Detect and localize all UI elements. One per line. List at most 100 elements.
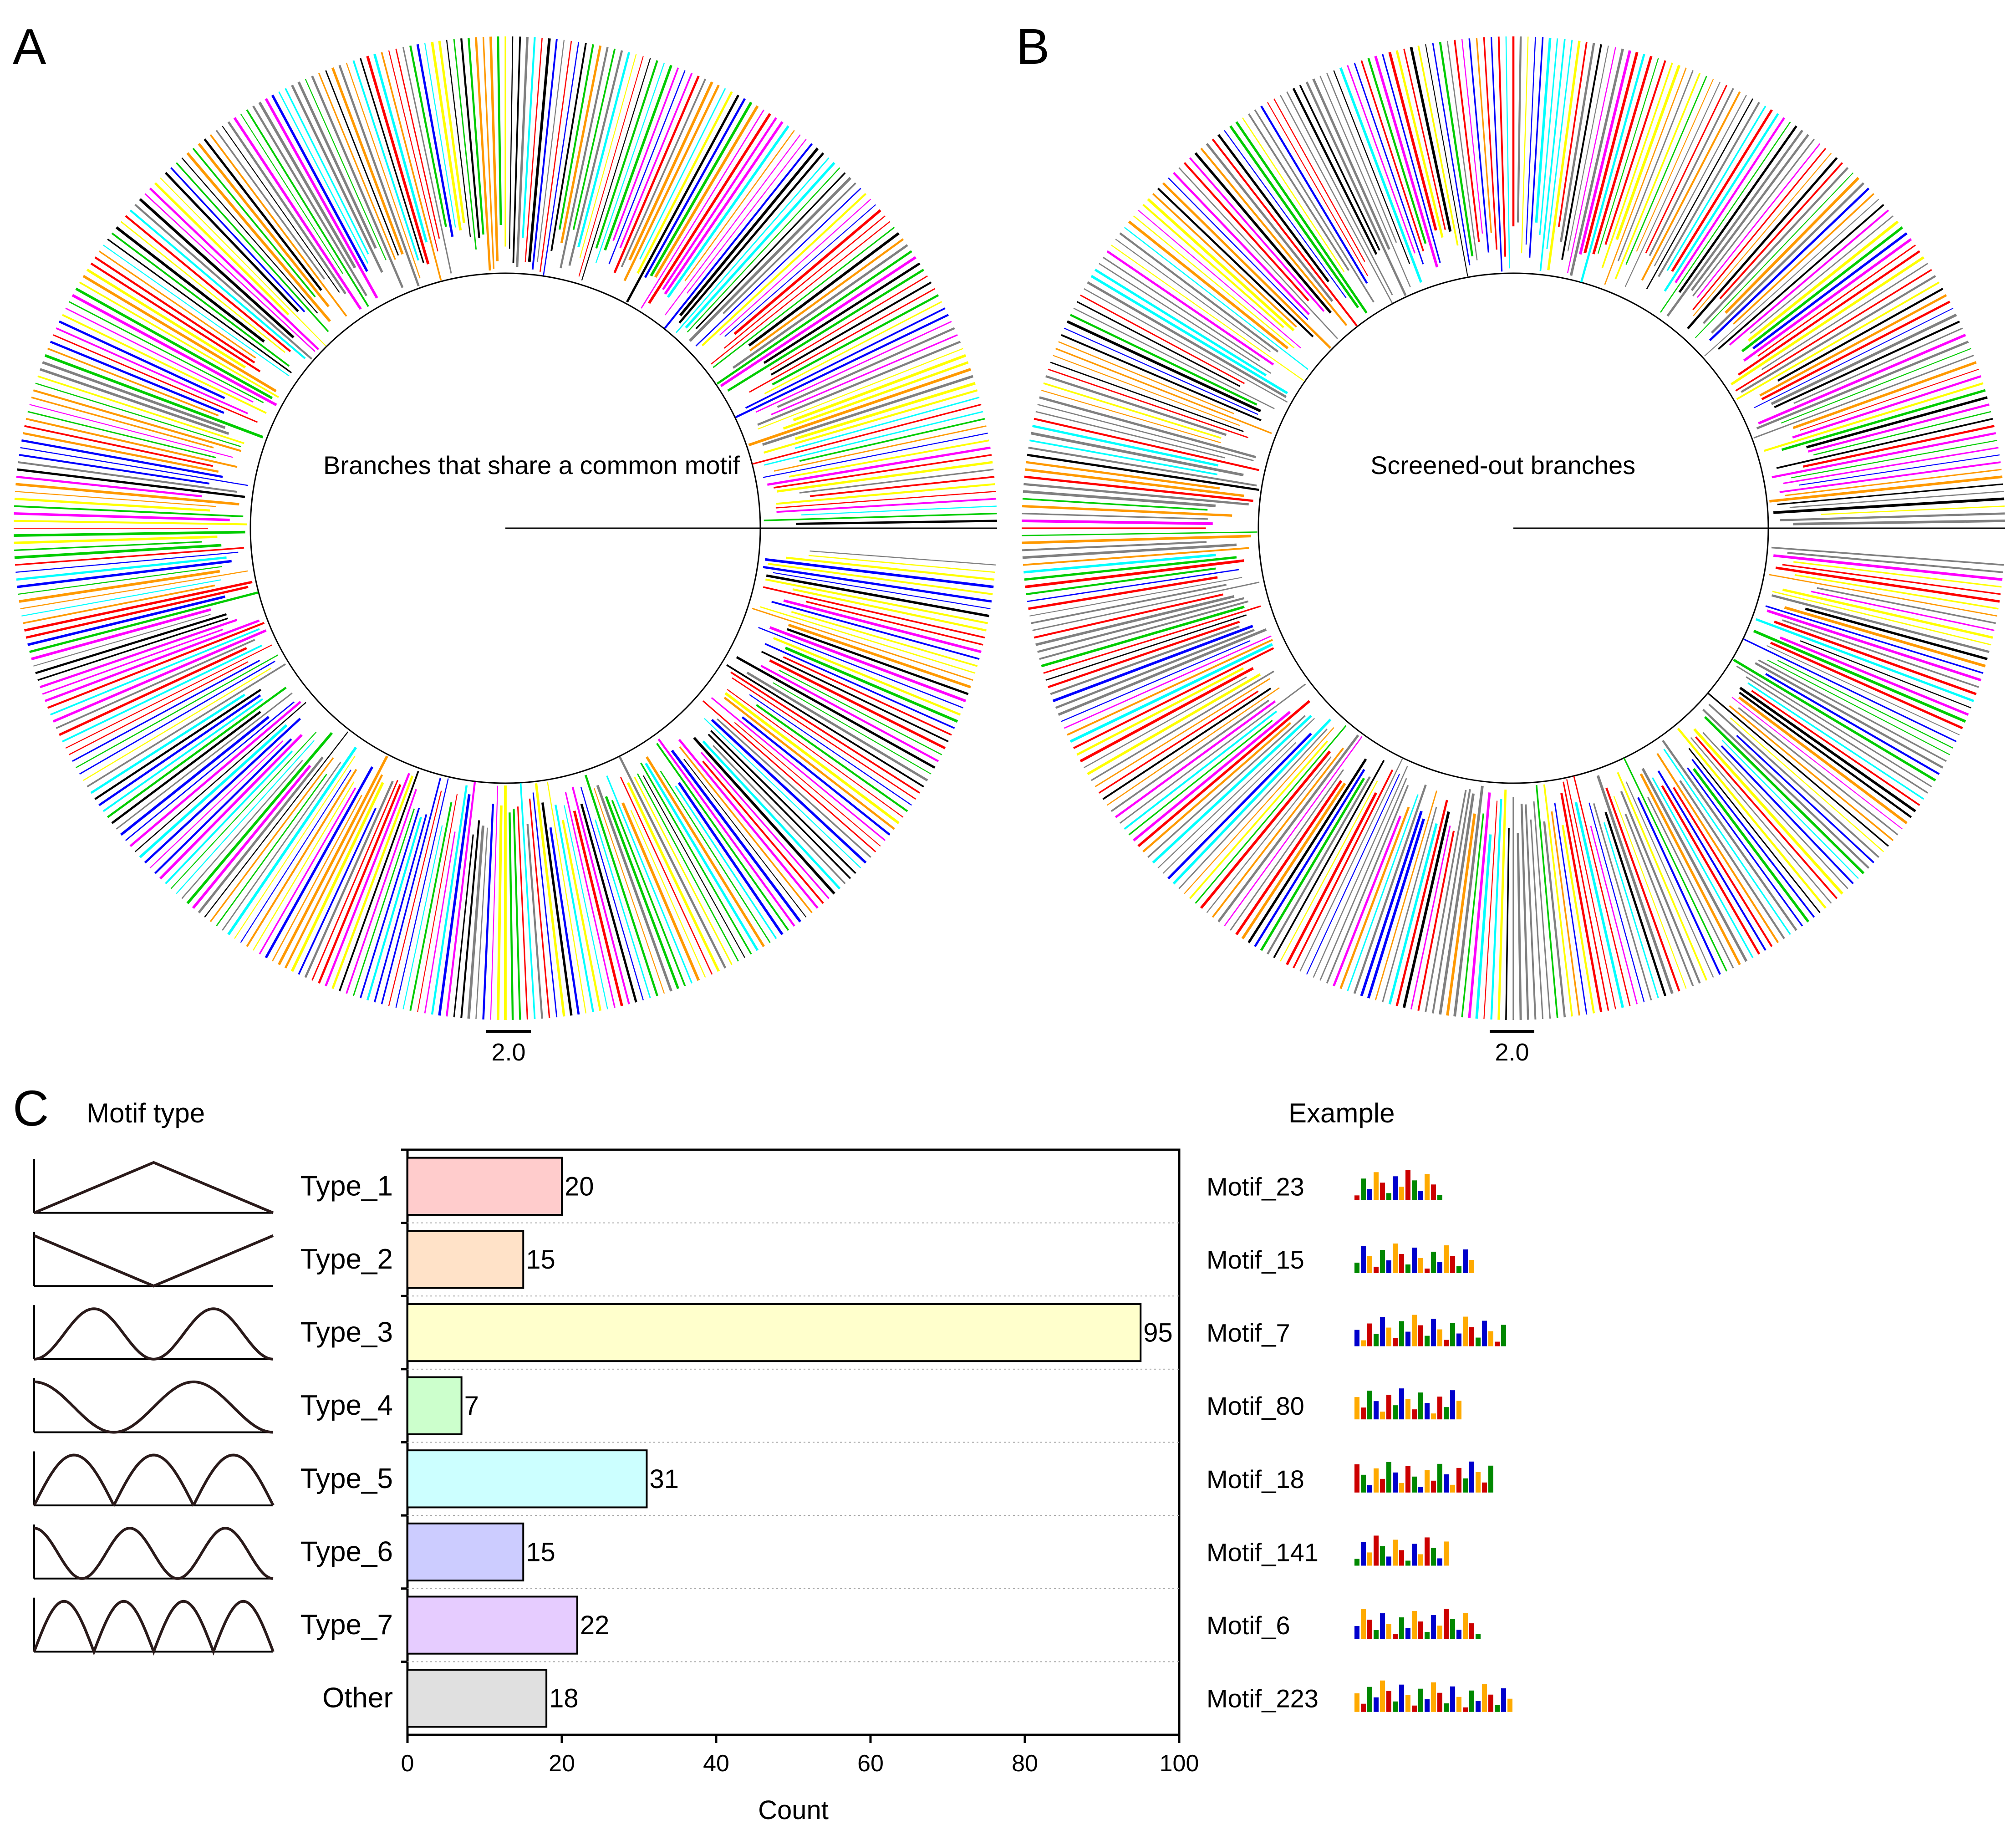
tree-branch [1267,102,1368,276]
tree-branch [1747,682,1924,800]
sequence-logo-letter [1374,1401,1379,1420]
tree-branch [763,433,988,478]
tree-branch [1022,541,1207,551]
tree-branch [1592,56,1653,255]
tree-branch [727,689,904,818]
tree-branch [1069,314,1257,406]
tree-branch [1280,95,1393,304]
tree-branch [27,595,226,646]
sequence-logo-letter [1367,1391,1372,1420]
scale-bar-b [1490,1030,1534,1033]
tree-branch [1738,696,1908,825]
sequence-logo-letter [1367,1189,1372,1200]
tree-branch [134,204,313,360]
tree-branch [1779,636,1969,716]
sequence-logo-letter [1380,1546,1385,1566]
tree-branch [198,756,324,914]
tree-branch [1024,475,1253,502]
tree-branch [50,341,224,414]
tree-branch [1692,768,1810,923]
tree-branch [1735,269,1932,392]
tree-branch [1708,703,1879,858]
scale-label-a: 2.0 [491,1039,526,1066]
tree-branch [639,88,726,260]
tree-branch [1780,512,2005,521]
tree-branch [1497,790,1507,1020]
tree-branch [657,738,795,927]
tree-branch [509,812,514,1020]
example-motif-name: Motif_6 [1207,1611,1290,1640]
tree-branch [1115,700,1276,818]
tree-branch [528,38,551,262]
tree-branch [1625,781,1714,978]
tree-branch [1688,748,1821,913]
tree-branch [1693,153,1832,316]
tree-branch [1052,625,1253,703]
tree-branch [496,805,503,1020]
tree-branch [1102,688,1272,800]
tree-branch [664,143,813,329]
tree-branch [783,361,969,430]
sequence-logo-letter [1437,1195,1442,1200]
tree-branch [1235,121,1368,314]
tree-branch [1671,109,1773,272]
tree-branch [641,109,764,309]
tree-branch [489,36,499,261]
tree-branch [1367,58,1427,244]
tree-branch [352,60,419,261]
tree-branch [325,773,410,987]
tree-branch [573,811,623,1006]
sequence-logo-letter [1444,1609,1449,1639]
tree-branch [1615,65,1681,240]
tree-branch [1738,250,1920,376]
tree-branch [82,275,277,393]
tree-branch [1719,162,1843,300]
sequence-logo-letter [1444,1541,1449,1566]
tree-branch [618,756,727,969]
tree-branch [460,38,480,239]
sequence-logo-letter [1444,1474,1449,1493]
tree-branch [1729,705,1894,841]
tree-branch [779,669,942,755]
tree-branch [1696,143,1821,298]
category-label: Type_4 [300,1390,393,1421]
sequence-logo-letter [1437,1329,1442,1346]
tree-branch [1410,46,1452,232]
tree-branch [786,556,995,581]
tree-branch [561,820,602,1011]
tree-branch [79,281,279,398]
tree-branch [1138,209,1301,349]
tree-branch [605,796,679,989]
tree-branch [786,628,969,695]
tree-branch [1707,692,1889,847]
motif-shape-two-humps [34,1307,274,1361]
tree-branch [1027,454,1259,491]
sequence-logo-letter [1444,1245,1449,1273]
tree-branch [543,41,580,276]
tree-branch [1687,157,1838,330]
tree-branch [594,788,665,994]
tree-branch [571,786,630,1004]
tree-branch [1590,826,1638,1004]
tree-branch [234,755,356,939]
tree-branch [517,806,528,1020]
tree-branch [87,663,286,788]
tree-branch [1517,36,1522,223]
tree-branch [1692,148,1827,311]
tree-branch [111,711,261,824]
tree-branch [1402,811,1450,1008]
tree-branch [1395,50,1444,238]
tree-branch [730,671,921,794]
category-label: Type_5 [300,1463,393,1494]
example-header: Example [1288,1098,1395,1128]
bar-type-1 [407,1157,563,1216]
tree-branch [794,382,976,440]
tree-branch [1439,793,1475,1015]
sequence-logo-letter [1450,1686,1455,1712]
tree-branch [1313,765,1408,978]
tree-branch [1184,727,1334,894]
tree-branch [15,551,239,573]
tree-branch [1073,647,1274,749]
tree-branch [24,581,253,632]
tree-branch [564,805,608,1009]
